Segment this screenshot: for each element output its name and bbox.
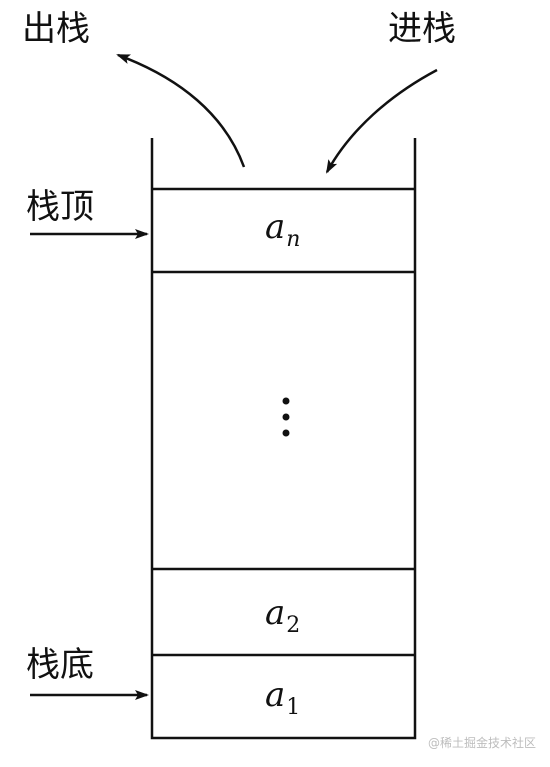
- cell-a1-base: a: [265, 675, 286, 715]
- push-arrow: [325, 68, 438, 174]
- stack-container: [150, 138, 417, 740]
- ellipsis-dot: [282, 413, 290, 421]
- stack-top-label: 栈顶: [26, 187, 94, 227]
- cell-an-label: an: [265, 207, 300, 251]
- cell-an-base: a: [265, 207, 286, 247]
- cell-a1-label: a1: [265, 675, 300, 719]
- cell-an-subscript: n: [286, 227, 301, 252]
- cell-a2-subscript: 2: [286, 613, 301, 638]
- ellipsis-dot: [282, 429, 290, 437]
- stack-bottom-label: 栈底: [26, 645, 94, 685]
- push-label: 进栈: [388, 9, 456, 49]
- watermark: @稀土掘金技术社区: [428, 736, 537, 750]
- ellipsis-dot: [282, 397, 290, 405]
- pop-label: 出栈: [22, 9, 90, 49]
- cell-a1-subscript: 1: [286, 695, 301, 720]
- cell-a2-label: a2: [265, 593, 300, 637]
- cell-a2-base: a: [265, 593, 286, 633]
- pop-arrow: [116, 53, 246, 168]
